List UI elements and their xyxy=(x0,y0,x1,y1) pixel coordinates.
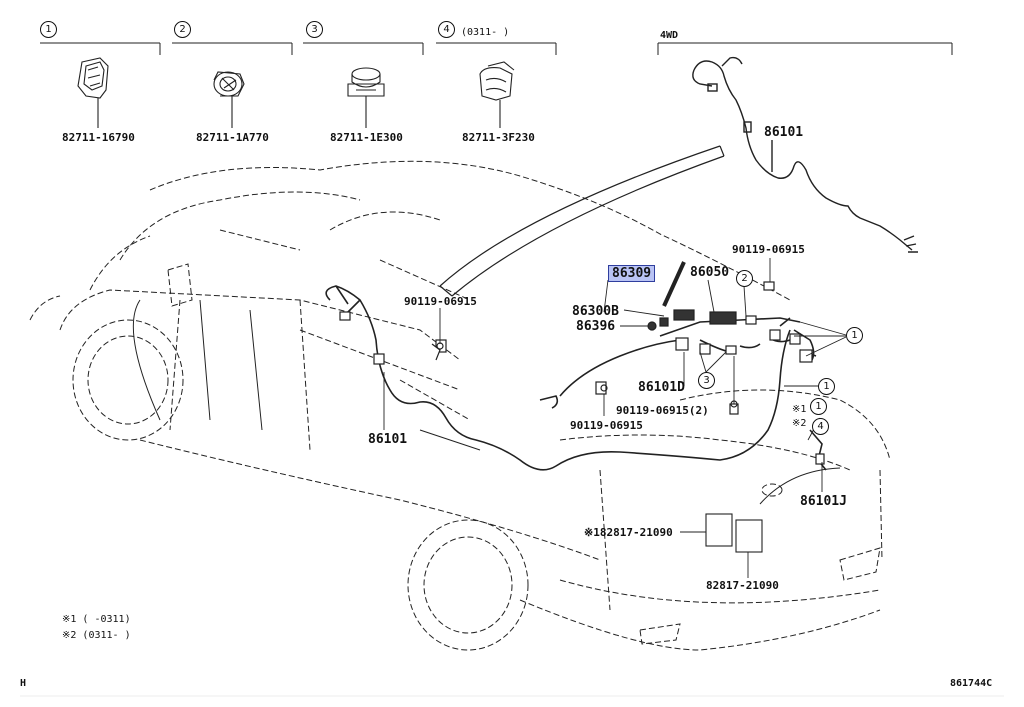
harness-4wd xyxy=(692,56,918,253)
label-plates xyxy=(705,513,763,553)
footnote-1: ※1 ( -0311) xyxy=(62,614,131,625)
part-label-86101-main[interactable]: 86101 xyxy=(368,432,408,447)
inset-index-3: 3 xyxy=(306,21,323,38)
leader-lines xyxy=(383,258,847,578)
part-82711-16790-drawing xyxy=(77,57,109,128)
footnote-2: ※2 (0311- ) xyxy=(62,630,131,641)
index-circle-4-marker: 4 xyxy=(812,418,829,435)
marker-note-2: ※2 xyxy=(792,418,807,429)
inset-header-lines xyxy=(40,42,953,55)
inset-4-note: (0311- ) xyxy=(461,27,510,38)
car-body-solid xyxy=(132,299,841,505)
part-label-82711-3F230[interactable]: 82711-3F230 xyxy=(462,131,535,144)
part-label-82711-1A770[interactable]: 82711-1A770 xyxy=(196,131,269,144)
part-label-90119-06915-top[interactable]: 90119-06915 xyxy=(732,243,805,256)
part-label-86396[interactable]: 86396 xyxy=(576,319,616,334)
part-label-86309[interactable]: 86309 xyxy=(608,265,656,282)
part-82711-1E300-drawing xyxy=(347,67,385,128)
inset-index-2: 2 xyxy=(174,21,191,38)
inset-index-1: 1 xyxy=(40,21,57,38)
part-label-86101-4wd[interactable]: 86101 xyxy=(764,125,804,140)
part-label-86050[interactable]: 86050 xyxy=(690,265,730,280)
part-label-82711-16790[interactable]: 82711-16790 xyxy=(62,131,135,144)
part-label-86101J[interactable]: 86101J xyxy=(800,494,847,509)
corner-mark: H xyxy=(20,678,27,689)
part-label-82711-1E300[interactable]: 82711-1E300 xyxy=(330,131,403,144)
connectors xyxy=(339,261,825,465)
car-body xyxy=(29,160,891,651)
main-harness xyxy=(325,285,827,471)
index-circle-3: 3 xyxy=(698,372,715,389)
roof-rail xyxy=(439,145,725,297)
part-label-86101D[interactable]: 86101D xyxy=(638,380,685,395)
label-4wd: 4WD xyxy=(660,30,679,41)
part-label-82817-21090-b[interactable]: 82817-21090 xyxy=(706,579,779,592)
part-label-90119-06915-bottom[interactable]: 90119-06915 xyxy=(570,419,643,432)
part-label-82817-21090-a[interactable]: ※182817-21090 xyxy=(584,526,673,539)
bolts xyxy=(436,321,738,408)
marker-note-1: ※1 xyxy=(792,404,807,415)
part-label-90119-06915-center[interactable]: 90119-06915 xyxy=(404,295,477,308)
index-circle-1-mid: 1 xyxy=(818,378,835,395)
index-circle-2: 2 xyxy=(736,270,753,287)
index-circle-1-marker: 1 xyxy=(810,398,827,415)
inset-index-4: 4 xyxy=(438,21,455,38)
index-circle-1-right: 1 xyxy=(846,327,863,344)
part-82711-1A770-drawing xyxy=(213,71,245,128)
diagram-id: 861744C xyxy=(950,678,993,689)
part-label-90119-06915-2[interactable]: 90119-06915(2) xyxy=(616,404,709,417)
part-label-86300B[interactable]: 86300B xyxy=(572,304,619,319)
part-82711-3F230-drawing xyxy=(479,61,515,128)
